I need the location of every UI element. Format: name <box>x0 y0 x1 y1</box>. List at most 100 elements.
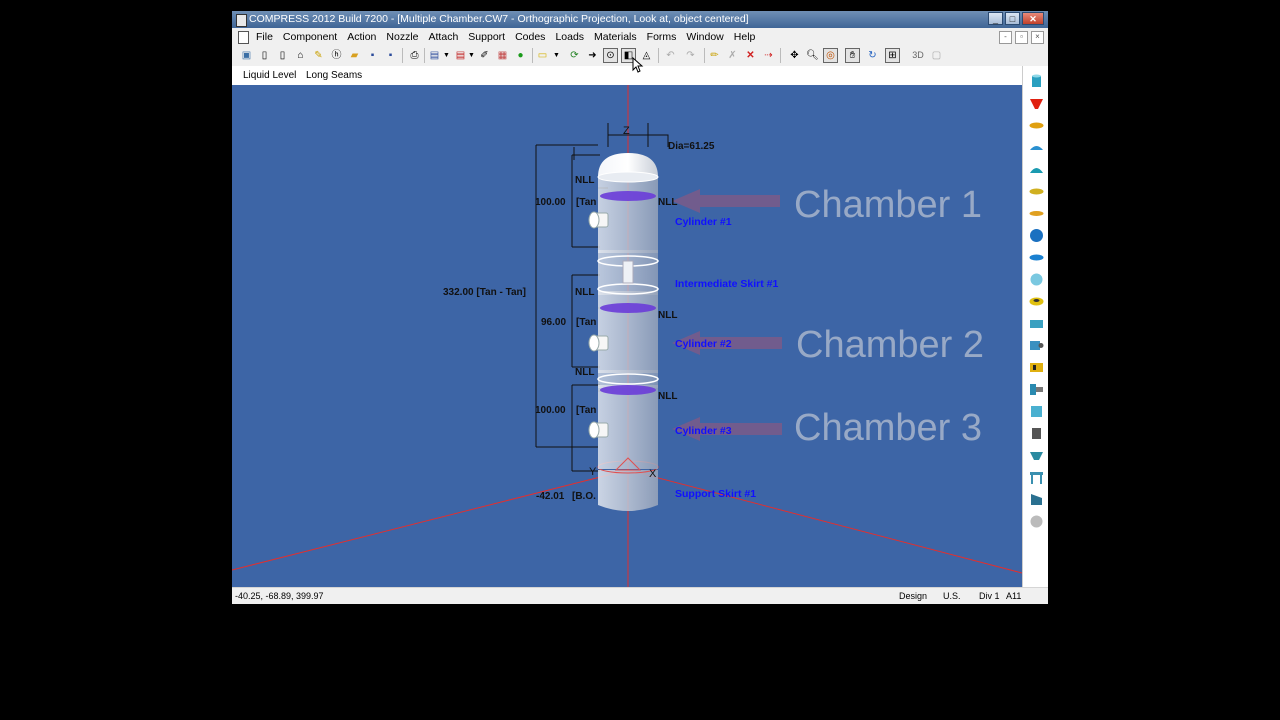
cylinder-2-label[interactable]: Cylinder #2 <box>675 338 732 350</box>
torispherical-head-icon[interactable] <box>1029 162 1044 177</box>
secondary-toolbar: Liquid Level Long Seams <box>232 66 1048 85</box>
menu-help[interactable]: Help <box>733 31 756 43</box>
measure-icon[interactable]: ◬ <box>642 50 651 61</box>
jacket-icon[interactable] <box>1029 382 1044 397</box>
cylinder-component-icon[interactable] <box>1029 74 1044 89</box>
title-bar[interactable]: COMPRESS 2012 Build 7200 - [Multiple Cha… <box>232 11 1048 28</box>
saddle-icon[interactable] <box>1029 492 1044 507</box>
run-icon[interactable]: ● <box>517 50 524 61</box>
chamber-3-title: Chamber 3 <box>794 407 982 449</box>
nozzle-group-icon[interactable] <box>1029 360 1044 375</box>
menu-attach[interactable]: Attach <box>428 31 459 43</box>
sphere-icon[interactable] <box>1029 272 1044 287</box>
orbit-icon[interactable]: ↻ <box>868 50 877 61</box>
text-icon[interactable]: ⓗ <box>331 50 342 61</box>
page-two-icon[interactable]: ▯ <box>279 50 286 61</box>
fit-icon[interactable]: ⊞ <box>885 48 900 63</box>
zoom-icon[interactable]: 🔍︎ <box>806 50 819 61</box>
bolted-cover-icon[interactable] <box>1029 294 1044 309</box>
view-mode-icon[interactable]: ⊙ <box>603 48 618 63</box>
mdi-minimize-button[interactable]: - <box>999 31 1012 44</box>
report-icon[interactable]: ▤ <box>429 50 440 61</box>
move-red-icon[interactable]: ⇢ <box>764 50 773 61</box>
leg-support-icon[interactable] <box>1029 470 1044 485</box>
document-icon[interactable] <box>238 31 249 44</box>
liquid-level-button[interactable]: Liquid Level <box>243 70 297 81</box>
clamp-icon[interactable] <box>1029 316 1044 331</box>
delete-icon[interactable]: ✕ <box>746 50 755 61</box>
skirt-support-icon[interactable] <box>1029 514 1044 529</box>
arrow-right-icon[interactable]: ➜ <box>588 50 597 61</box>
support-skirt-body[interactable] <box>598 470 658 511</box>
menu-forms[interactable]: Forms <box>646 31 677 43</box>
render-mode-icon[interactable]: ◧ <box>621 48 636 63</box>
maximize-button[interactable]: □ <box>1005 12 1020 25</box>
cylinder-1-label[interactable]: Cylinder #1 <box>675 216 732 228</box>
component-icon[interactable]: ▣ <box>241 50 252 61</box>
calculator-icon[interactable]: ▦ <box>497 50 508 61</box>
chamber-1-tan-label: [Tan <box>576 197 596 208</box>
hand-icon[interactable]: ✋︎ <box>845 48 860 63</box>
menu-nozzle[interactable]: Nozzle <box>386 31 419 43</box>
menu-bar: File Component Action Nozzle Attach Supp… <box>232 28 1048 46</box>
menu-window[interactable]: Window <box>686 31 724 43</box>
open-folder-icon[interactable]: ▰ <box>350 50 359 61</box>
undo-icon[interactable]: ↶ <box>666 50 675 61</box>
pencil-icon[interactable]: ✏ <box>710 50 719 61</box>
nozzle-2[interactable] <box>588 334 609 352</box>
body-flange-icon[interactable] <box>1029 426 1044 441</box>
intermediate-skirt-label[interactable]: Intermediate Skirt #1 <box>675 278 778 290</box>
highlight-icon[interactable]: ▭ <box>537 50 548 61</box>
save-all-icon[interactable]: ▪ <box>388 50 393 61</box>
mdi-close-button[interactable]: × <box>1031 31 1044 44</box>
dropdown-arrow-icon[interactable]: ▼ <box>468 52 475 59</box>
toolbar-separator <box>704 48 705 63</box>
menu-materials[interactable]: Materials <box>594 31 637 43</box>
heat-exchanger-icon[interactable] <box>1029 338 1044 353</box>
long-seams-button[interactable]: Long Seams <box>306 70 363 81</box>
box-view-icon[interactable]: ▢ <box>931 50 942 61</box>
shell-section-icon[interactable] <box>1029 404 1044 419</box>
cone-component-icon[interactable] <box>1029 96 1044 111</box>
flat-cover-icon[interactable] <box>1029 206 1044 221</box>
dropdown-arrow-icon[interactable]: ▼ <box>553 52 560 59</box>
edit-icon[interactable]: ✐ <box>480 50 489 61</box>
menu-codes[interactable]: Codes <box>515 31 546 43</box>
toriconical-head-icon[interactable] <box>1029 184 1044 199</box>
cylinder-3-label[interactable]: Cylinder #3 <box>675 425 732 437</box>
pdf-icon[interactable]: ▤ <box>455 50 466 61</box>
seam-line <box>597 283 659 295</box>
nozzle-1[interactable] <box>588 211 609 229</box>
support-skirt-label[interactable]: Support Skirt #1 <box>675 488 756 500</box>
eraser-icon[interactable]: ✗ <box>728 50 737 61</box>
page-one-icon[interactable]: ▯ <box>261 50 268 61</box>
rotate-icon[interactable]: ◎ <box>823 48 838 63</box>
save-icon[interactable]: ▪ <box>370 50 375 61</box>
menu-component[interactable]: Component <box>282 31 338 43</box>
minimize-button[interactable]: _ <box>988 12 1003 25</box>
pan-icon[interactable]: ✥ <box>790 50 799 61</box>
3d-view-button[interactable]: 3D <box>912 50 924 60</box>
menu-action[interactable]: Action <box>347 31 377 43</box>
model-viewport[interactable]: Z Y X Dia=61.25 332.00 [Tan - Tan] 100.0… <box>232 85 1022 587</box>
print-icon[interactable]: ⎙ <box>410 50 419 61</box>
component-palette <box>1022 66 1048 587</box>
wand-icon[interactable]: ✎ <box>314 50 323 61</box>
head-icon[interactable]: ⌂ <box>297 50 304 61</box>
top-head[interactable] <box>598 153 658 177</box>
redo-icon[interactable]: ↷ <box>686 50 695 61</box>
ellipsoidal-head-icon[interactable] <box>1029 140 1044 155</box>
close-button[interactable]: ✕ <box>1022 12 1044 25</box>
nozzle-3[interactable] <box>588 421 609 439</box>
menu-file[interactable]: File <box>256 31 273 43</box>
conical-section-icon[interactable] <box>1029 250 1044 265</box>
dropdown-arrow-icon[interactable]: ▼ <box>443 52 450 59</box>
refresh-icon[interactable]: ⟳ <box>570 50 579 61</box>
menu-loads[interactable]: Loads <box>555 31 585 43</box>
flange-component-icon[interactable] <box>1029 118 1044 133</box>
transition-icon[interactable] <box>1029 448 1044 463</box>
mdi-restore-button[interactable]: ▫ <box>1015 31 1028 44</box>
hemispherical-head-icon[interactable] <box>1029 228 1044 243</box>
menu-support[interactable]: Support <box>468 31 506 43</box>
app-icon[interactable] <box>236 14 247 27</box>
